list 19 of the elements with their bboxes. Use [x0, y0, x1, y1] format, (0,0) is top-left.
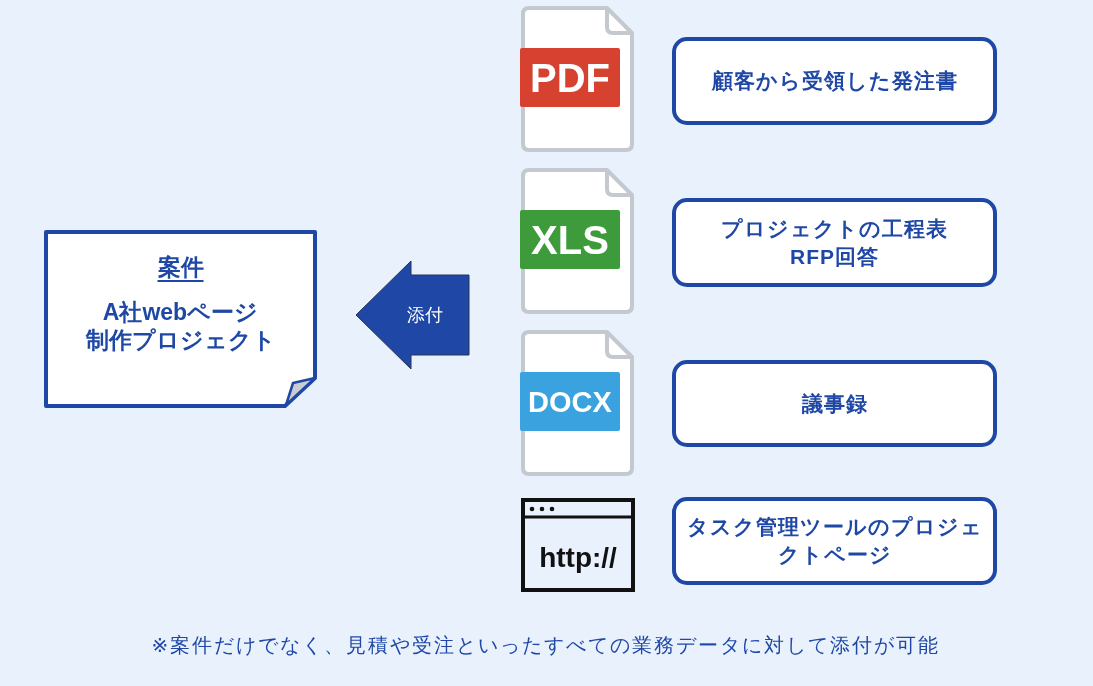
note-card — [44, 230, 317, 408]
document-card — [672, 37, 997, 125]
document-title: 議事録 — [801, 390, 868, 417]
document-title: RFP回答 — [790, 243, 879, 270]
file-type-label: PDF — [530, 58, 610, 98]
document-title: プロジェクトの工程表 — [721, 215, 948, 242]
note-body: A社webページ制作プロジェクト — [85, 298, 276, 354]
file-type-label: DOCX — [528, 387, 612, 417]
document-card — [672, 198, 997, 287]
url-text: http:// — [539, 544, 617, 572]
document-title: タスク管理ツールのプロジェクトページ — [685, 514, 984, 568]
file-type-label: XLS — [531, 220, 609, 260]
document-card — [672, 360, 997, 447]
document-card — [672, 497, 997, 585]
block-arrow — [355, 260, 470, 370]
document-title: 顧客から受領した発注書 — [711, 68, 958, 94]
footnote: ※案件だけでなく、見積や受注といったすべての業務データに対して添付が可能 — [151, 633, 941, 658]
note-heading: 案件 — [157, 253, 204, 282]
arrow-label: 添付 — [407, 304, 443, 326]
